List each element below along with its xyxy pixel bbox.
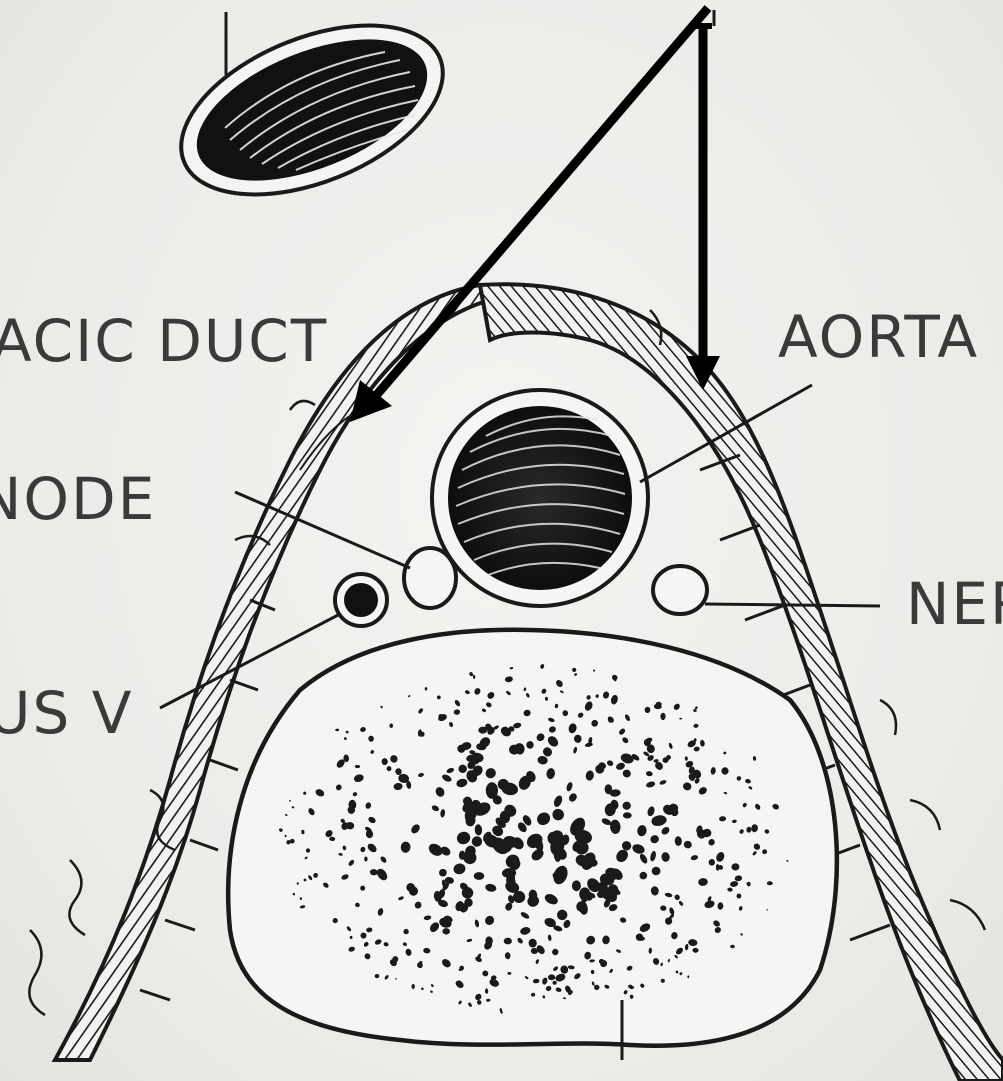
bone-speckle	[459, 851, 466, 860]
label-nerve: NER	[906, 575, 1003, 633]
label-thoracic-duct: ACIC DUCT	[0, 312, 328, 370]
bone-speckle	[412, 984, 415, 989]
bone-speckle	[486, 782, 498, 799]
label-aorta: AORTA	[778, 308, 979, 366]
bone-speckle	[335, 729, 339, 732]
label-lymph-node: NODE	[0, 470, 156, 528]
azygos-vein	[335, 574, 387, 626]
bone-speckle	[630, 995, 634, 999]
nerve	[653, 566, 707, 614]
bone-speckle	[474, 872, 485, 880]
esophagus	[157, 0, 467, 228]
bone-speckle	[608, 718, 613, 723]
aorta	[432, 390, 648, 606]
label-azygos-vein: US V	[0, 684, 133, 742]
bone-speckle	[355, 765, 360, 768]
lymph-node	[404, 548, 456, 608]
vertebral-body	[228, 630, 837, 1060]
